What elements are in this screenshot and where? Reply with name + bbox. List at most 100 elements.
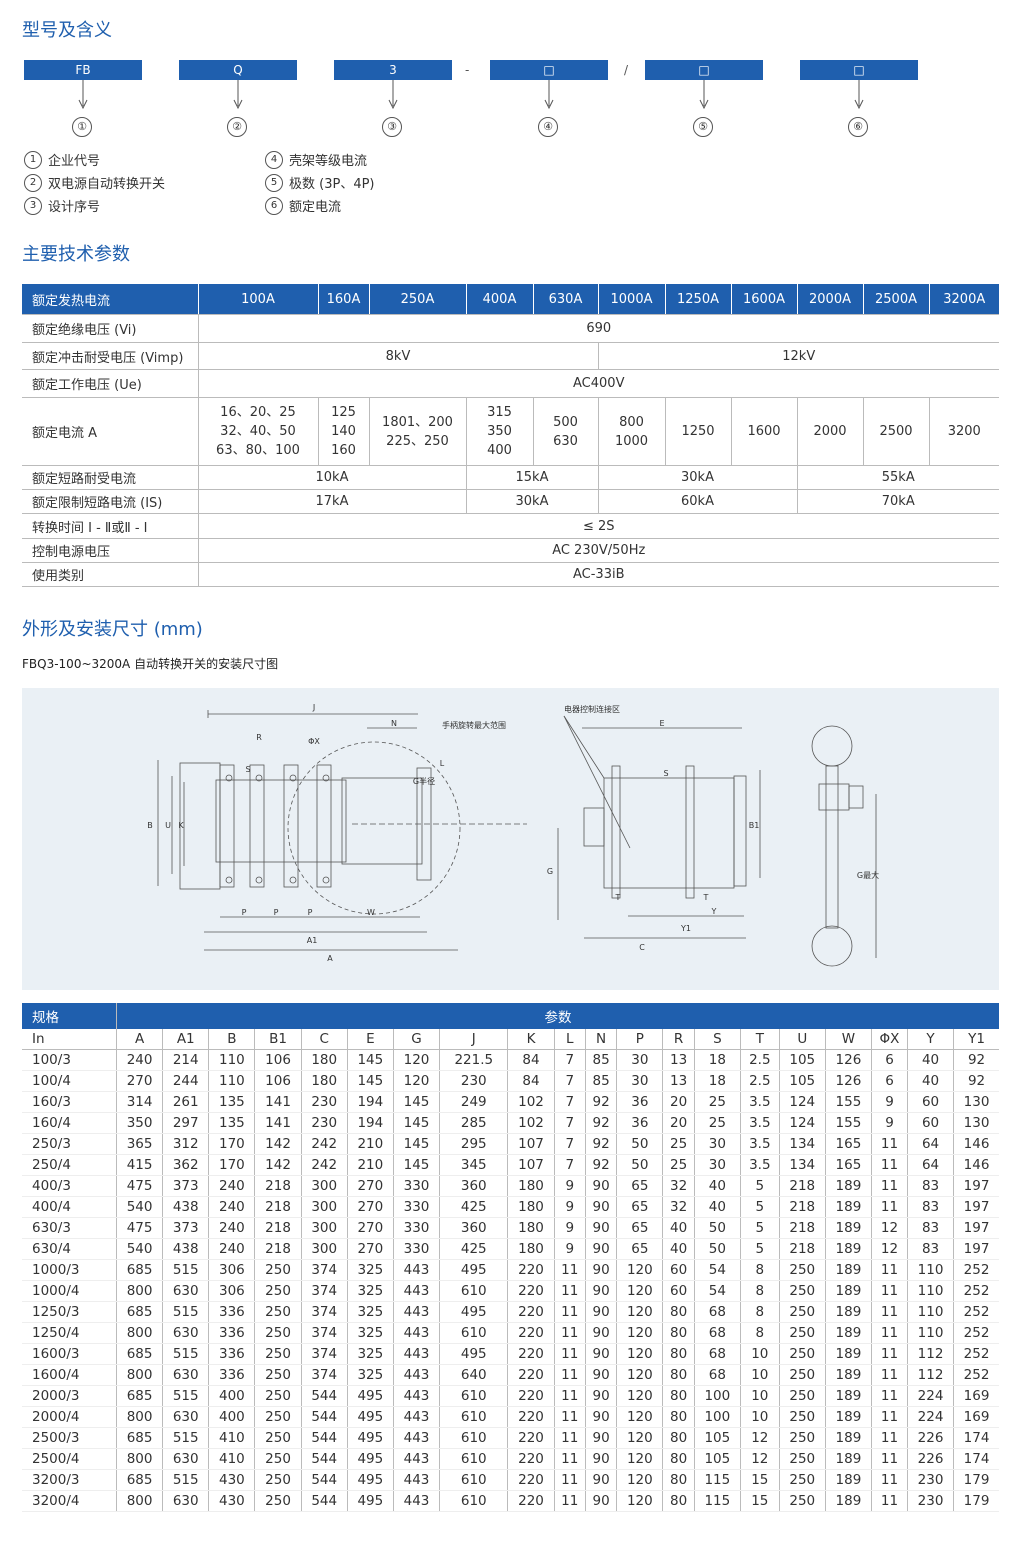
table-cell: 443: [392, 1280, 440, 1302]
table-cell: 250: [254, 1427, 302, 1449]
table-cell: 13: [662, 1070, 695, 1092]
table-cell: 7: [553, 1133, 586, 1155]
table-cell: 218: [778, 1238, 826, 1260]
drawing-label-handle: 手柄旋转最大范围: [442, 720, 506, 730]
table-cell: 141: [254, 1112, 302, 1134]
dim-header-params: 参数: [116, 1003, 999, 1029]
table-cell: 250: [778, 1490, 826, 1512]
dim-column-header: W: [824, 1029, 872, 1050]
table-cell: 145: [392, 1133, 440, 1155]
table-cell: 610: [439, 1448, 508, 1470]
table-cell: 250: [778, 1259, 826, 1281]
table-cell: 110: [208, 1070, 255, 1092]
spec-value: 3200: [928, 397, 999, 466]
spec-header-cell: 1000A: [597, 284, 665, 315]
table-cell: 250/4: [22, 1154, 117, 1176]
table-cell: 90: [584, 1343, 617, 1365]
table-cell: 630: [162, 1406, 209, 1428]
table-cell: 443: [392, 1490, 440, 1512]
table-cell: 10: [739, 1385, 780, 1407]
table-cell: 330: [392, 1196, 440, 1218]
table-cell: 430: [208, 1469, 255, 1491]
table-cell: 800: [115, 1406, 163, 1428]
table-cell: 515: [162, 1385, 209, 1407]
table-cell: 495: [439, 1301, 508, 1323]
table-cell: 30: [693, 1133, 741, 1155]
table-cell: 189: [824, 1490, 872, 1512]
table-cell: 9: [553, 1217, 586, 1239]
table-cell: 250: [254, 1469, 302, 1491]
table-cell: 325: [346, 1259, 394, 1281]
table-cell: 218: [254, 1175, 302, 1197]
table-cell: 226: [906, 1427, 954, 1449]
table-cell: 105: [778, 1049, 826, 1071]
table-cell: 250: [778, 1322, 826, 1344]
table-cell: 90: [584, 1406, 617, 1428]
table-cell: 220: [507, 1322, 555, 1344]
table-cell: 189: [824, 1217, 872, 1239]
table-cell: 64: [906, 1133, 954, 1155]
table-cell: 242: [300, 1133, 348, 1155]
table-cell: 25: [662, 1154, 695, 1176]
table-cell: 250: [254, 1280, 302, 1302]
table-cell: 400/3: [22, 1175, 117, 1197]
table-cell: 5: [739, 1217, 780, 1239]
model-code-4: □: [490, 60, 608, 80]
spec-value: 2500: [862, 397, 929, 466]
drawing-label-g-max: G最大: [857, 870, 879, 880]
table-cell: 250: [778, 1448, 826, 1470]
table-cell: 374: [300, 1322, 348, 1344]
spec-row-switch: 转换时间 Ⅰ - Ⅱ或Ⅱ - Ⅰ ≤ 2S: [22, 513, 999, 539]
table-cell: 1250/3: [22, 1301, 117, 1323]
model-code-1: FB: [24, 60, 142, 80]
table-cell: 11: [871, 1175, 908, 1197]
spec-value: 315 350 400: [465, 397, 533, 466]
spec-value: 12kV: [597, 342, 999, 370]
table-cell: 11: [871, 1427, 908, 1449]
table-cell: 218: [254, 1196, 302, 1218]
legend-number: 1: [24, 150, 42, 169]
table-cell: 374: [300, 1280, 348, 1302]
table-cell: 11: [871, 1385, 908, 1407]
table-cell: 50: [616, 1133, 663, 1155]
spec-value: 1250: [664, 397, 731, 466]
legend-number: 5: [265, 173, 283, 192]
table-cell: 270: [346, 1196, 394, 1218]
drawing-label-w: W: [367, 908, 375, 917]
dim-header-spec: 规格: [22, 1003, 117, 1029]
table-cell: 115: [693, 1490, 741, 1512]
table-cell: 443: [392, 1259, 440, 1281]
table-cell: 197: [953, 1175, 999, 1197]
table-cell: 80: [662, 1490, 695, 1512]
table-cell: 495: [439, 1259, 508, 1281]
drawing-label-p3: P: [308, 908, 313, 917]
table-cell: 135: [208, 1091, 255, 1113]
table-cell: 155: [824, 1091, 872, 1113]
table-cell: 2000/3: [22, 1385, 117, 1407]
table-cell: 18: [693, 1070, 741, 1092]
model-code-6: □: [800, 60, 918, 80]
table-cell: 610: [439, 1490, 508, 1512]
table-cell: 60: [662, 1259, 695, 1281]
table-cell: 306: [208, 1280, 255, 1302]
table-cell: 189: [824, 1280, 872, 1302]
drawing-svg: J N 手柄旋转最大范围 R ΦX S L G半径 B U K P P P W …: [147, 703, 879, 967]
table-cell: 189: [824, 1364, 872, 1386]
table-cell: 374: [300, 1343, 348, 1365]
table-cell: 30: [693, 1154, 741, 1176]
table-cell: 90: [584, 1490, 617, 1512]
table-cell: 9: [553, 1238, 586, 1260]
spec-value: 30kA: [465, 489, 598, 514]
table-cell: 360: [439, 1175, 508, 1197]
arrow-down-icon: [699, 80, 709, 110]
table-cell: 90: [584, 1322, 617, 1344]
table-cell: 189: [824, 1469, 872, 1491]
table-cell: 240: [208, 1238, 255, 1260]
table-cell: 252: [953, 1343, 999, 1365]
table-cell: 100/4: [22, 1070, 117, 1092]
table-cell: 515: [162, 1301, 209, 1323]
table-cell: 242: [300, 1154, 348, 1176]
